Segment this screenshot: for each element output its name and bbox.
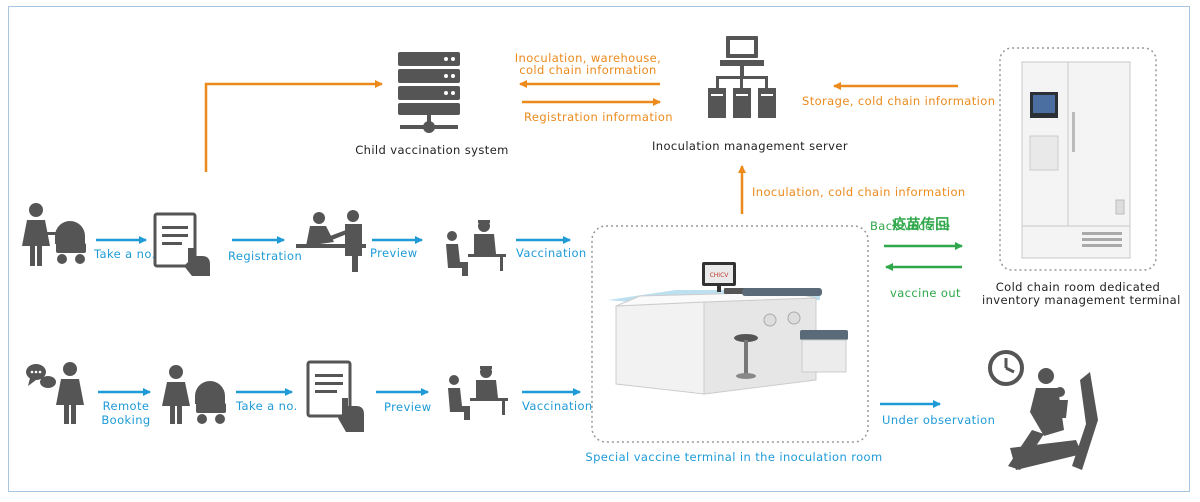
under-observation-label: Under observation [882,413,996,427]
remote-booking-label-line2: Booking [101,413,151,427]
seated-parent-child-icon [1008,368,1098,470]
cold-chain-fridge [1021,61,1131,259]
to-system-label-line2: cold chain information [519,63,657,77]
green-arrows [884,242,963,271]
doctor-patient-icon-2 [448,366,508,420]
registration-information-label: Registration information [524,110,673,124]
terminal-caption: Special vaccine terminal in the inoculat… [585,450,883,464]
cold-chain-caption-line1: Cold chain room dedicated [995,280,1161,294]
terminal-screen-text: CHICV [710,272,730,279]
child-vaccination-system-label: Child vaccination system [355,143,509,157]
to-system-label-line1: Inoculation, warehouse, [514,51,662,65]
document-hand-icon [153,212,210,276]
row1-preview-label: Preview [370,246,418,260]
storage-cold-chain-label: Storage, cold chain information [802,94,996,108]
inoculation-cold-chain-label: Inoculation, cold chain information [752,185,966,199]
network-server-icon [708,36,776,118]
cold-chain-caption-line2: inventory management terminal [982,293,1181,307]
inoculation-management-server-label: Inoculation management server [652,139,848,153]
server-stack-icon [398,52,460,133]
clock-icon [988,350,1024,386]
vaccine-out-label: vaccine out [890,286,961,300]
doctor-patient-icon [446,220,506,276]
back-vaccine-cn-overlay: 疫苗传回 [892,217,950,233]
cold-chain-dashed-box [999,47,1157,271]
row1-vaccination-label: Vaccination [516,246,587,260]
row1-registration-label: Registration [228,249,303,263]
row2-take-a-no-label: Take a no. [236,399,298,413]
parent-with-stroller-icon-2 [162,365,226,424]
parent-icon [56,362,84,424]
row2-vaccination-label: Vaccination [522,399,593,413]
back-vaccine-label: Back vaccine [870,219,951,233]
document-hand-icon-2 [306,360,364,432]
row1-take-a-no-label: Take a no. [94,247,156,261]
orange-flow-arrows [204,80,958,214]
vaccine-terminal-desk: CHICV [608,262,848,395]
remote-booking-label-line1: Remote [102,399,150,413]
chat-bubbles-icon [26,364,56,388]
registration-desk-icon [296,210,366,272]
parent-with-stroller-icon [22,203,86,266]
row2-preview-label: Preview [384,400,432,414]
